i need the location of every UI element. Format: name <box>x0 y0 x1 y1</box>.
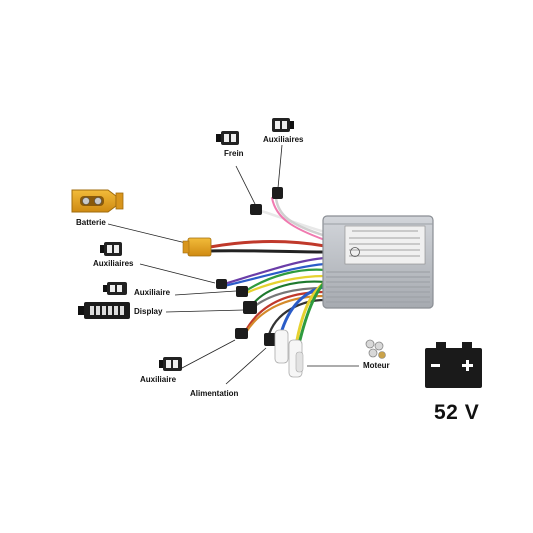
harness-small-connectors <box>216 187 283 346</box>
battery-connector-icon <box>71 189 124 213</box>
leader-lines <box>107 144 359 385</box>
motor-phase-connectors <box>274 329 304 378</box>
label-auxiliaires-top: Auxiliaires <box>263 135 304 144</box>
controller-box <box>322 215 434 309</box>
label-frein: Frein <box>224 149 244 158</box>
label-batterie: Batterie <box>76 218 106 227</box>
label-display: Display <box>134 307 163 316</box>
label-alimentation: Alimentation <box>190 389 239 398</box>
label-auxiliaires-left: Auxiliaires <box>93 259 134 268</box>
battery-icon <box>425 342 482 388</box>
voltage-label: 52 V <box>434 401 480 424</box>
controller-spec-sticker <box>344 225 426 265</box>
label-auxiliaire-mid: Auxiliaire <box>134 288 171 297</box>
label-moteur: Moteur <box>363 361 390 370</box>
brake-connector-icon <box>216 131 239 145</box>
auxiliaries-left-connector-icon <box>100 242 122 256</box>
wire-harness <box>208 196 332 342</box>
auxiliaries-top-connector-icon <box>272 118 294 132</box>
motor-connector-icon <box>365 339 386 359</box>
harness-battery-plug <box>182 237 212 257</box>
auxiliary-mid-connector-icon <box>103 282 127 295</box>
auxiliary-bottom-connector-icon <box>159 357 182 371</box>
label-auxiliaire-bottom: Auxiliaire <box>140 375 177 384</box>
display-connector-icon <box>78 302 130 319</box>
